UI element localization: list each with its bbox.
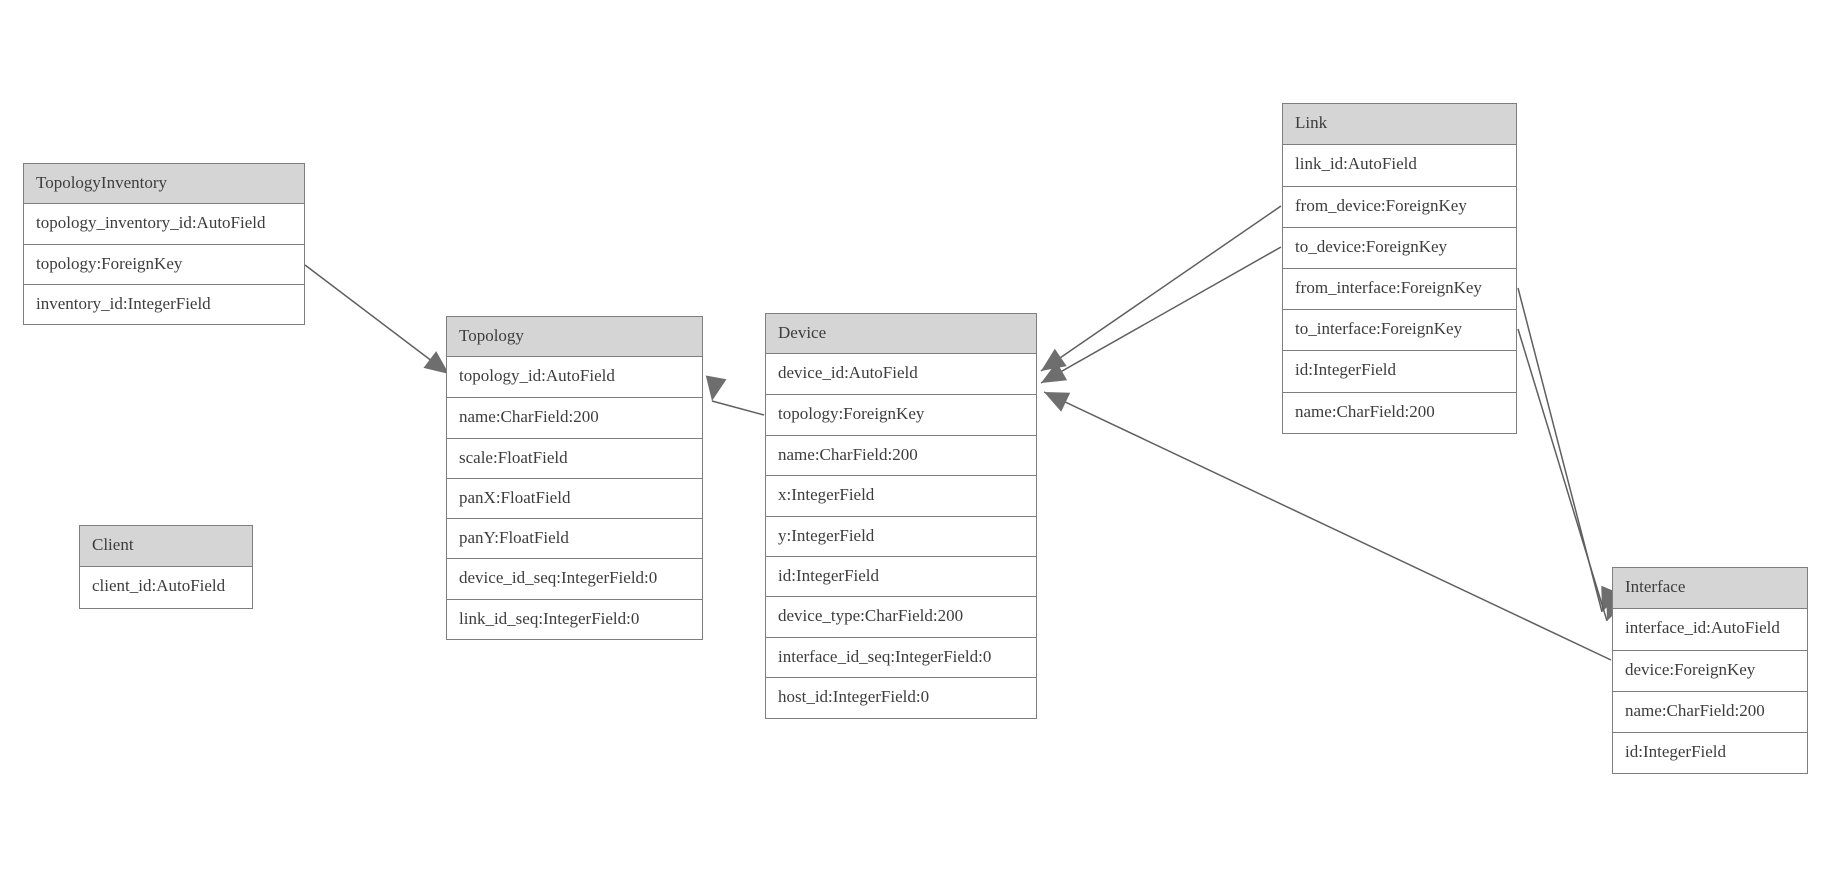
entity-title: TopologyInventory bbox=[24, 164, 304, 204]
entity-field: device:ForeignKey bbox=[1613, 650, 1807, 691]
entity-field: topology:ForeignKey bbox=[24, 244, 304, 284]
entity-field: to_device:ForeignKey bbox=[1283, 227, 1516, 269]
entity-field: interface_id_seq:IntegerField:0 bbox=[766, 636, 1036, 678]
entity-field: link_id:AutoField bbox=[1283, 145, 1516, 187]
arrowhead-topologyinventory-to-topology bbox=[423, 351, 449, 374]
entity-field: name:CharField:200 bbox=[447, 397, 702, 438]
entity-field: panY:FloatField bbox=[447, 518, 702, 559]
entity-field: link_id_seq:IntegerField:0 bbox=[447, 598, 702, 640]
relation-line-topologyinventory-to-topology bbox=[304, 264, 450, 375]
relation-line-interface-to-device bbox=[1043, 391, 1612, 661]
entity-field: topology:ForeignKey bbox=[766, 394, 1036, 435]
entity-field: device_id:AutoField bbox=[766, 354, 1036, 395]
entity-title: Link bbox=[1283, 104, 1516, 145]
entity-title: Topology bbox=[447, 317, 702, 357]
entity-field: from_device:ForeignKey bbox=[1283, 186, 1516, 228]
entity-field: device_type:CharField:200 bbox=[766, 596, 1036, 637]
entity-field: host_id:IntegerField:0 bbox=[766, 677, 1036, 718]
arrowhead-interface-to-device bbox=[1044, 392, 1071, 412]
entity-field: client_id:AutoField bbox=[80, 567, 252, 608]
relation-line-device-to-topology bbox=[711, 400, 765, 416]
entity-title: Interface bbox=[1613, 568, 1807, 609]
entity-field: panX:FloatField bbox=[447, 477, 702, 519]
entity-field: scale:FloatField bbox=[447, 437, 702, 478]
arrowhead-device-to-topology bbox=[705, 375, 727, 401]
entity-field: topology_id:AutoField bbox=[447, 357, 702, 398]
entity-field: y:IntegerField bbox=[766, 515, 1036, 556]
entity-field: from_interface:ForeignKey bbox=[1283, 268, 1516, 310]
relation-line-link-from-device-to-device bbox=[1040, 205, 1282, 372]
entity-field: inventory_id:IntegerField bbox=[24, 284, 304, 324]
entity-field: name:CharField:200 bbox=[1613, 691, 1807, 732]
entity-field: name:CharField:200 bbox=[1283, 391, 1516, 433]
entity-field: name:CharField:200 bbox=[766, 434, 1036, 476]
arrowhead-link-from-device-to-device bbox=[1041, 348, 1067, 371]
entity-field: id:IntegerField bbox=[1613, 732, 1807, 773]
entity-field: topology_inventory_id:AutoField bbox=[24, 204, 304, 244]
arrowhead-link-to-device-to-device bbox=[1041, 362, 1068, 383]
entity-field: interface_id:AutoField bbox=[1613, 609, 1807, 650]
entity-field: id:IntegerField bbox=[1283, 350, 1516, 392]
entity-field: device_id_seq:IntegerField:0 bbox=[447, 558, 702, 599]
entity-field: to_interface:ForeignKey bbox=[1283, 309, 1516, 351]
entity-title: Client bbox=[80, 526, 252, 567]
relation-line-link-to-interface-to-interface bbox=[1517, 328, 1608, 622]
entity-title: Device bbox=[766, 314, 1036, 354]
entity-field: x:IntegerField bbox=[766, 475, 1036, 516]
entity-field: id:IntegerField bbox=[766, 555, 1036, 597]
relation-line-link-to-device-to-device bbox=[1040, 246, 1282, 384]
